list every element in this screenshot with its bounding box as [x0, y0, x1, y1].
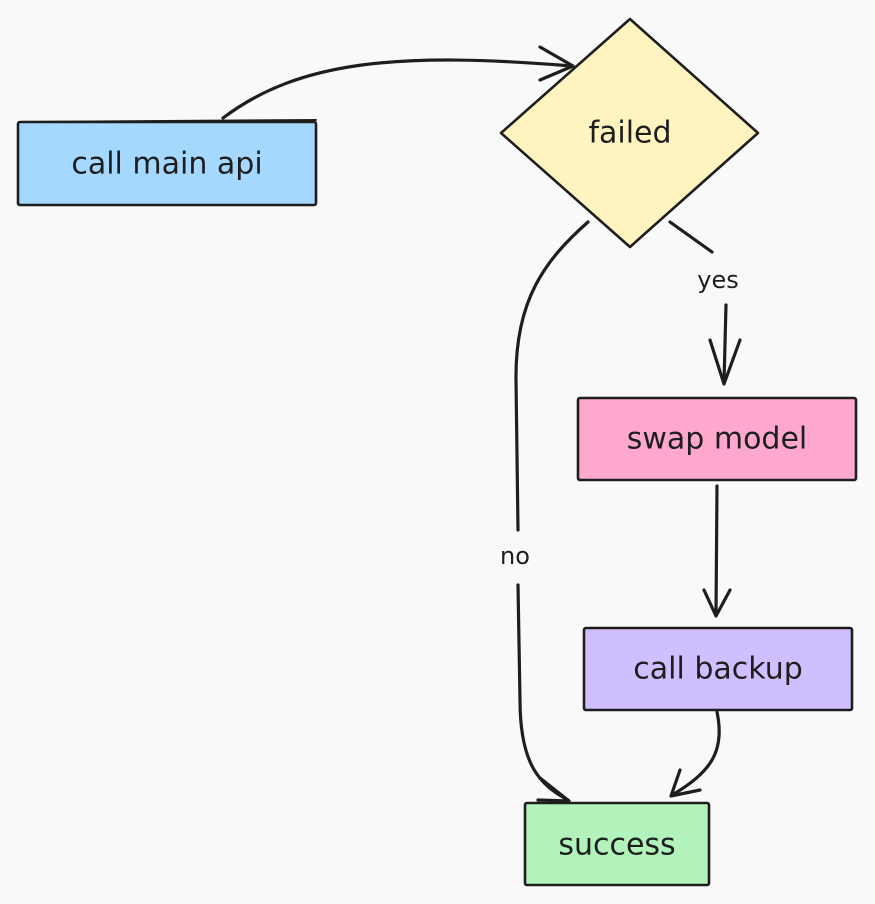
edge-swap-model-to-call-backup: [702, 484, 732, 618]
node-call-backup[interactable]: call backup: [582, 626, 854, 712]
edge-call-main-api-to-failed: [221, 45, 575, 120]
node-label-swap-model: swap model: [627, 422, 808, 457]
edge-failed-to-swap-model: [668, 220, 742, 386]
node-success[interactable]: success: [523, 801, 711, 887]
edge-call-backup-to-success: [669, 710, 721, 798]
node-label-call-main-api: call main api: [71, 147, 262, 182]
edge-failed-to-success: [514, 220, 590, 803]
node-label-call-backup: call backup: [633, 652, 803, 687]
node-call-main-api[interactable]: call main api: [16, 119, 318, 207]
node-swap-model[interactable]: swap model: [576, 396, 858, 482]
node-label-success: success: [558, 828, 675, 863]
node-label-failed: failed: [588, 116, 671, 151]
node-failed[interactable]: failed: [499, 17, 760, 249]
edge-label-yes: yes: [697, 266, 738, 294]
edge-label-no: no: [500, 542, 530, 570]
